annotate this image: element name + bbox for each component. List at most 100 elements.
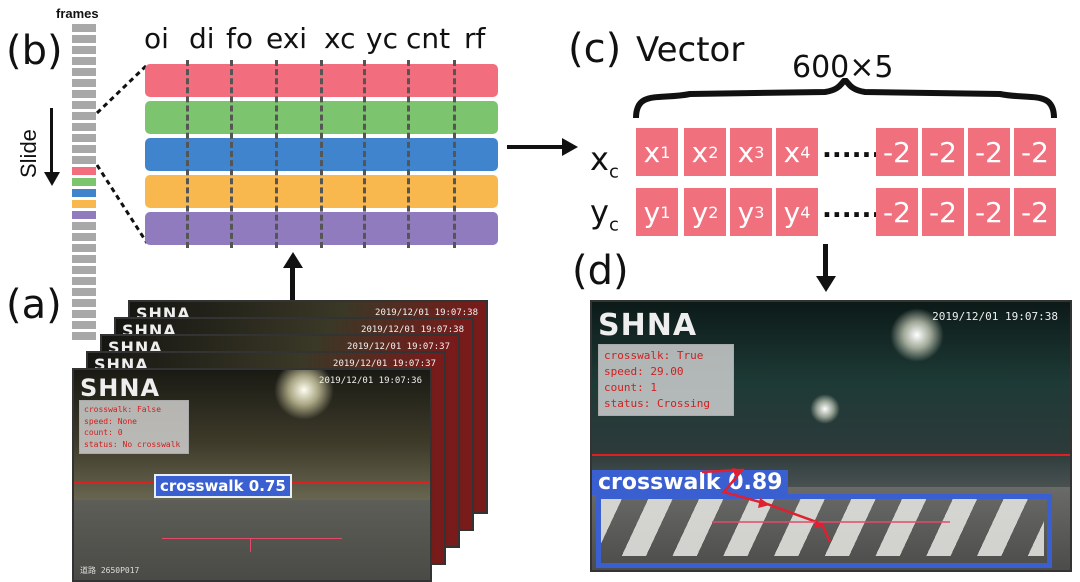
feature-header: exi xyxy=(266,22,308,55)
frame-slot xyxy=(72,288,96,296)
padding-cell: -2 xyxy=(876,188,918,236)
crosswalk-stripes xyxy=(598,498,1044,556)
arrowhead-a-to-b xyxy=(283,252,303,268)
info-line: speed: None xyxy=(84,416,137,426)
row-x-label-text: x xyxy=(590,140,609,178)
column-divider xyxy=(363,60,366,248)
frame-slot xyxy=(72,200,96,208)
arrow-a-to-b xyxy=(290,266,295,302)
padding-cell: -2 xyxy=(922,128,964,176)
street-light xyxy=(810,394,840,424)
row-x-label: xc xyxy=(590,140,619,182)
frame-slot xyxy=(72,299,96,307)
column-divider xyxy=(453,60,456,248)
frame-slot xyxy=(72,101,96,109)
info-line: speed: 29.00 xyxy=(604,364,684,378)
padding-cell: -2 xyxy=(968,188,1010,236)
ellipsis: ...... xyxy=(822,134,882,164)
street-light xyxy=(274,370,334,420)
panel-d-label: (d) xyxy=(572,248,629,294)
street-light xyxy=(890,308,944,362)
padding-cell: -2 xyxy=(968,128,1010,176)
frame-slot xyxy=(72,277,96,285)
frames-label: frames xyxy=(56,6,99,21)
info-box: crosswalk: False speed: None count: 0 st… xyxy=(79,400,189,455)
frame-slot xyxy=(72,68,96,76)
arrow-c-to-d xyxy=(823,244,828,278)
feature-header: rf xyxy=(464,22,486,55)
frame-slot xyxy=(72,156,96,164)
slide-label: Slide xyxy=(16,129,41,178)
crosswalk-detection-label: crosswalk 0.75 xyxy=(154,474,292,498)
padding-cell: -2 xyxy=(1014,128,1056,176)
slide-arrow xyxy=(50,108,53,178)
panel-c-label: (c) xyxy=(568,26,622,72)
frame-slot xyxy=(72,233,96,241)
frame-slot xyxy=(72,145,96,153)
dashcam-logo: SHNA xyxy=(80,374,161,402)
padding-cell: -2 xyxy=(1014,188,1056,236)
frame-slot xyxy=(72,255,96,263)
zoom-lines xyxy=(95,63,149,244)
dashcam-logo: SHNA xyxy=(598,308,698,343)
frame-footer: 道路 2650P017 xyxy=(80,566,140,575)
info-line: count: 1 xyxy=(604,380,657,394)
arrowhead-c-to-d xyxy=(816,276,836,292)
padding-cell: -2 xyxy=(876,128,918,176)
info-line: count: 0 xyxy=(84,428,123,438)
frame-slot xyxy=(72,79,96,87)
column-divider xyxy=(186,60,189,248)
info-box: crosswalk: True speed: 29.00 count: 1 st… xyxy=(598,344,734,416)
frame-slot xyxy=(72,112,96,120)
column-divider xyxy=(230,60,233,248)
frame-slot xyxy=(72,178,96,186)
row-x-label-sub: c xyxy=(608,161,619,183)
row-y-label-sub: c xyxy=(608,214,619,236)
feature-header: xc xyxy=(324,22,356,55)
feature-header: cnt xyxy=(406,22,451,55)
frame-timestamp: 2019/12/01 19:07:38 xyxy=(361,325,464,335)
panel-a-label: (a) xyxy=(6,282,62,328)
result-frame: SHNA 2019/12/01 19:07:38 crosswalk: True… xyxy=(590,300,1072,572)
frame-timestamp: 2019/12/01 19:07:38 xyxy=(375,308,478,318)
info-line: crosswalk: True xyxy=(604,349,704,362)
crosswalk-bbox xyxy=(596,494,1052,568)
feature-header: fo xyxy=(226,22,253,55)
frame-slot xyxy=(72,310,96,318)
frame-timestamp: 2019/12/01 19:07:36 xyxy=(319,376,422,386)
arrowhead-b-to-c xyxy=(562,138,578,156)
row-y-label-text: y xyxy=(590,193,609,231)
crosswalk-detection-label: crosswalk 0.89 xyxy=(592,470,789,495)
frame-slot xyxy=(72,90,96,98)
ellipsis: ...... xyxy=(822,194,882,224)
frame-timestamp: 2019/12/01 19:07:37 xyxy=(333,359,436,369)
trajectory-path xyxy=(701,468,950,543)
arrow-b-to-c xyxy=(507,145,565,149)
frame-slot xyxy=(72,46,96,54)
frame-slot xyxy=(72,35,96,43)
info-line: crosswalk: False xyxy=(84,405,162,414)
feature-header: yc xyxy=(366,22,398,55)
frame-slot xyxy=(72,266,96,274)
feature-header: di xyxy=(189,22,215,55)
video-frame-front: SHNA 2019/12/01 19:07:36 crosswalk: Fals… xyxy=(72,368,432,582)
frame-slot xyxy=(72,24,96,32)
frame-timestamp: 2019/12/01 19:07:37 xyxy=(347,342,450,352)
info-line: status: Crossing xyxy=(604,396,710,410)
column-divider xyxy=(275,60,278,248)
info-line: status: No crosswalk xyxy=(84,439,181,449)
frame-slot xyxy=(72,244,96,252)
frame-slot xyxy=(72,57,96,65)
feature-header: oi xyxy=(144,22,169,55)
frame-timestamp: 2019/12/01 19:07:38 xyxy=(932,310,1058,323)
frame-slot xyxy=(72,134,96,142)
vector-title: Vector xyxy=(636,30,745,70)
row-y-label: yc xyxy=(590,193,619,235)
